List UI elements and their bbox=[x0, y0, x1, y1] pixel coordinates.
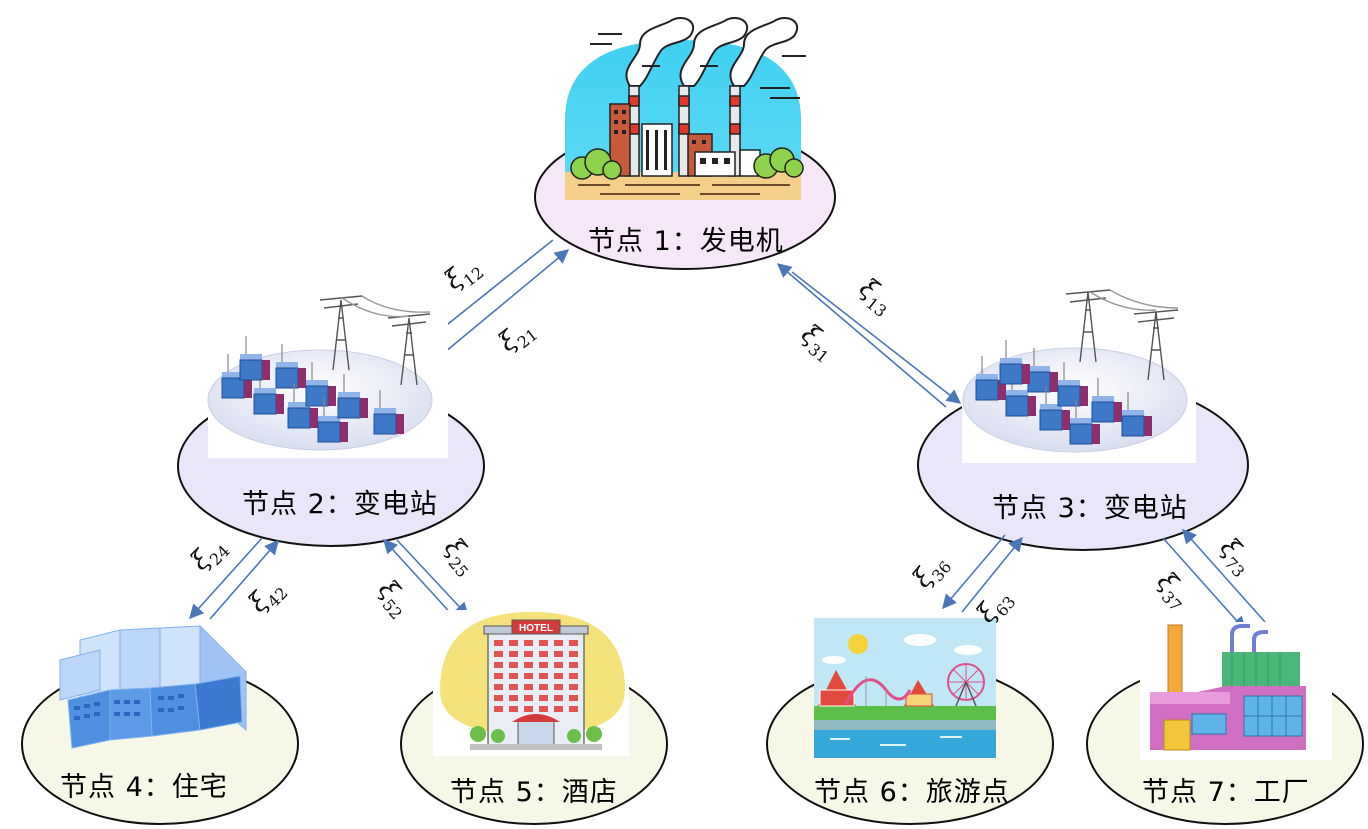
hotel-window bbox=[524, 695, 533, 701]
hotel-window bbox=[569, 662, 578, 668]
hotel-window bbox=[494, 640, 503, 646]
hotel-window bbox=[494, 684, 503, 690]
arrow-52 bbox=[383, 538, 456, 619]
hotel-window bbox=[539, 673, 548, 679]
node-4-label: 节点 4：住宅 bbox=[60, 772, 228, 803]
hotel-window bbox=[539, 662, 548, 668]
hotel-window bbox=[509, 662, 518, 668]
substation-icon bbox=[962, 289, 1196, 463]
transformer-block bbox=[999, 340, 1030, 385]
node-3-label: 节点 3：变电站 bbox=[992, 493, 1188, 524]
hotel-window bbox=[509, 706, 518, 712]
transformer-block bbox=[1005, 372, 1036, 417]
hotel-window bbox=[524, 673, 533, 679]
hotel-window bbox=[494, 706, 503, 712]
factory-icon bbox=[1140, 622, 1332, 760]
hotel-window bbox=[539, 640, 548, 646]
hotel-window bbox=[554, 706, 563, 712]
edge-arrows bbox=[189, 239, 1266, 632]
hotel-window bbox=[509, 684, 518, 690]
hotel-window bbox=[569, 695, 578, 701]
arrow-73 bbox=[1182, 528, 1266, 623]
hotel-window bbox=[554, 673, 563, 679]
hotel-window bbox=[554, 662, 563, 668]
transformer-block bbox=[373, 390, 404, 435]
node-5-label: 节点 5：酒店 bbox=[450, 777, 618, 808]
arrow-13 bbox=[791, 271, 962, 404]
transformer-block bbox=[305, 362, 336, 407]
residential-building-icon bbox=[59, 624, 247, 749]
arrow-25 bbox=[396, 539, 469, 618]
arrow-42 bbox=[209, 539, 279, 620]
hotel-window bbox=[509, 673, 518, 679]
hotel-window bbox=[569, 684, 578, 690]
node-7-label: 节点 7：工厂 bbox=[1142, 777, 1310, 808]
transformer-block bbox=[1091, 378, 1122, 423]
hotel-window bbox=[539, 651, 548, 657]
transformer-block bbox=[253, 370, 284, 415]
transformer-block bbox=[275, 344, 306, 389]
transformer-block bbox=[239, 336, 270, 381]
hotel-window bbox=[524, 662, 533, 668]
hotel-window bbox=[494, 662, 503, 668]
transformer-block bbox=[975, 356, 1006, 401]
transformer-block bbox=[1039, 386, 1070, 431]
hotel-window bbox=[509, 695, 518, 701]
transformer-block bbox=[1057, 362, 1088, 407]
hotel-window bbox=[569, 640, 578, 646]
hotel-icon: HOTEL bbox=[433, 610, 629, 756]
hotel-sign: HOTEL bbox=[519, 623, 553, 634]
arrow-21 bbox=[444, 249, 570, 353]
transformer-block bbox=[1121, 392, 1152, 437]
node-1-label: 节点 1：发电机 bbox=[588, 226, 784, 257]
hotel-window bbox=[524, 640, 533, 646]
hotel-window bbox=[494, 695, 503, 701]
transformer-block bbox=[337, 374, 368, 419]
hotel-window bbox=[554, 695, 563, 701]
hotel-window bbox=[524, 684, 533, 690]
arrow-12 bbox=[426, 239, 554, 341]
hotel-window bbox=[524, 706, 533, 712]
node-2-label: 节点 2：变电站 bbox=[242, 489, 438, 520]
hotel-window bbox=[524, 651, 533, 657]
transformer-block bbox=[1069, 400, 1100, 445]
hotel-window bbox=[569, 706, 578, 712]
amusement-park-icon bbox=[814, 618, 996, 758]
hotel-window bbox=[494, 673, 503, 679]
hotel-window bbox=[539, 706, 548, 712]
hotel-window bbox=[554, 684, 563, 690]
node-6-label: 节点 6：旅游点 bbox=[814, 777, 1010, 808]
hotel-window bbox=[569, 651, 578, 657]
hotel-window bbox=[569, 673, 578, 679]
hotel-window bbox=[539, 684, 548, 690]
transformer-block bbox=[221, 354, 252, 399]
hotel-window bbox=[554, 640, 563, 646]
power-plant-icon bbox=[565, 17, 806, 200]
hotel-window bbox=[539, 695, 548, 701]
arrow-63 bbox=[961, 536, 1023, 613]
arrow-37 bbox=[1162, 537, 1246, 632]
hotel-window bbox=[494, 651, 503, 657]
substation-icon bbox=[207, 295, 448, 458]
hotel-window bbox=[509, 651, 518, 657]
arrow-36 bbox=[942, 534, 1006, 610]
hotel-window bbox=[554, 651, 563, 657]
arrow-24 bbox=[189, 537, 263, 620]
hotel-window bbox=[509, 640, 518, 646]
arrow-31 bbox=[776, 263, 947, 408]
transformer-block bbox=[287, 384, 318, 429]
transformer-block bbox=[317, 398, 348, 443]
